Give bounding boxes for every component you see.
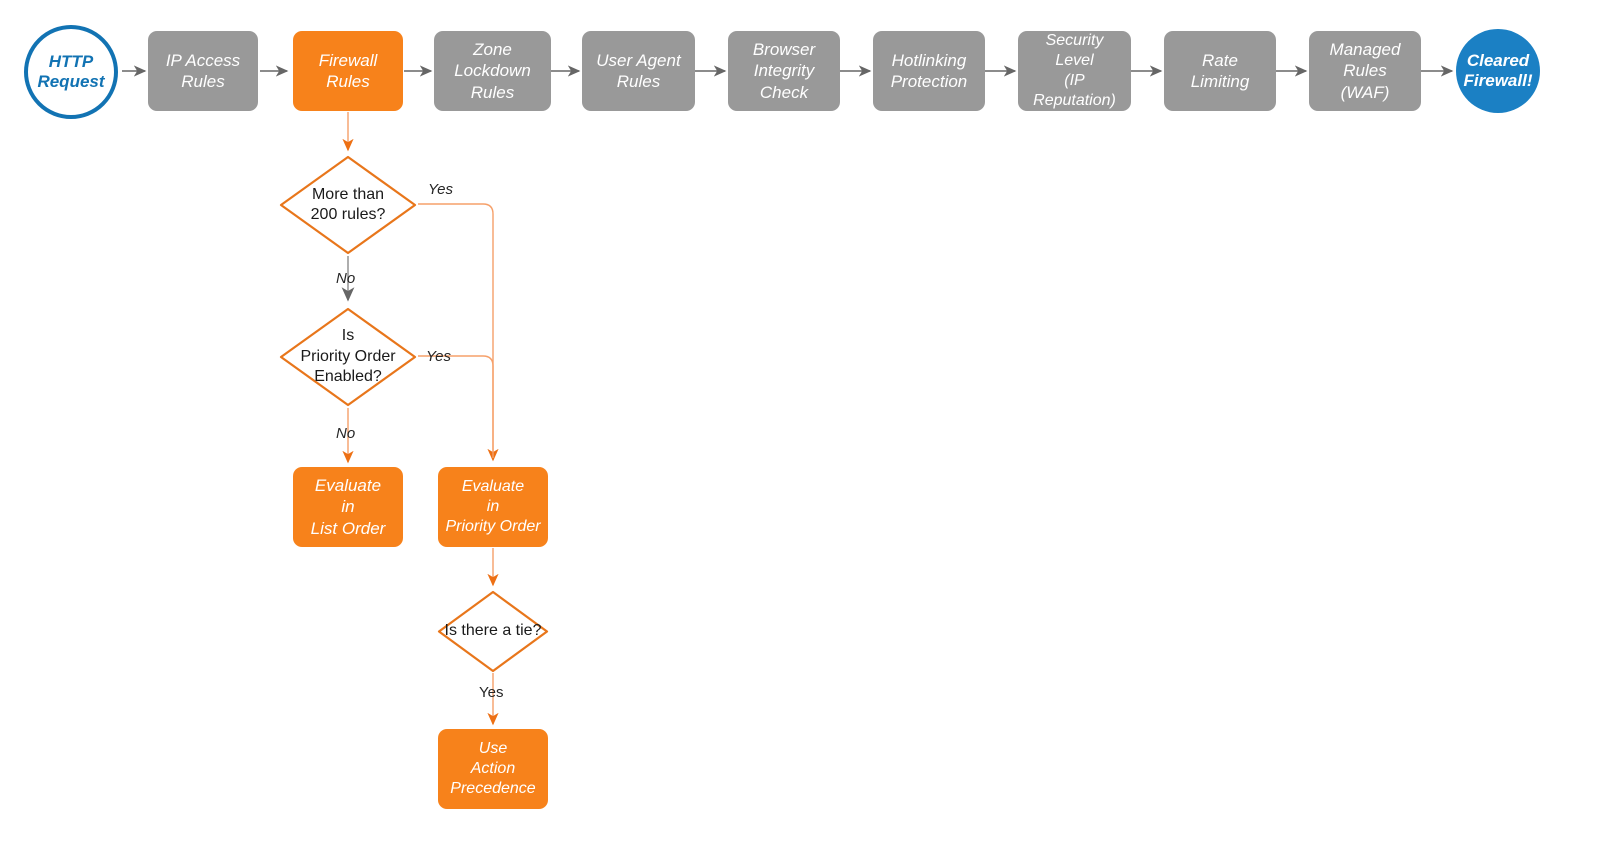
node-decision-is-there-a-tie-label: Is there a tie?: [444, 622, 542, 640]
node-rate-limiting-label: Rate Limiting: [1190, 50, 1250, 91]
node-decision-more-than-200-rules-label: More than 200 rules?: [310, 185, 386, 223]
node-security-level-label: Security Level (IP Reputation): [1033, 32, 1116, 109]
node-hotlinking-protection[interactable]: Hotlinking Protection: [873, 31, 985, 111]
diamond-shape: [437, 590, 549, 673]
node-browser-integrity-check[interactable]: Browser Integrity Check: [728, 31, 840, 111]
node-evaluate-in-priority-order-label: Evaluate in Priority Order: [445, 478, 541, 535]
node-zone-lockdown-rules-label: Zone Lockdown Rules: [454, 40, 531, 102]
node-http-request[interactable]: HTTP Request: [24, 25, 118, 119]
node-cleared-firewall-label: Cleared Firewall!: [1463, 50, 1533, 90]
node-http-request-label: HTTP Request: [37, 51, 105, 91]
node-hotlinking-protection-label: Hotlinking Protection: [890, 50, 968, 91]
node-use-action-precedence-label: Use Action Precedence: [450, 740, 536, 797]
edge-label-yes-priority-order: Yes: [426, 348, 452, 365]
node-ip-access-rules-label: IP Access Rules: [165, 50, 241, 91]
node-decision-more-than-200-rules[interactable]: More than 200 rules?: [278, 154, 418, 256]
node-zone-lockdown-rules[interactable]: Zone Lockdown Rules: [434, 31, 551, 111]
edge-decision1-yes: [418, 203, 499, 462]
node-managed-rules-waf-label: Managed Rules (WAF): [1329, 40, 1401, 102]
node-decision-is-priority-order-enabled[interactable]: Is Priority Order Enabled?: [278, 306, 418, 408]
node-managed-rules-waf[interactable]: Managed Rules (WAF): [1309, 31, 1421, 111]
diamond-shape: [279, 307, 417, 407]
node-firewall-rules-label: Firewall Rules: [318, 50, 378, 91]
node-rate-limiting[interactable]: Rate Limiting: [1164, 31, 1276, 111]
node-user-agent-rules-label: User Agent Rules: [596, 50, 681, 91]
edge-label-yes-tie: Yes: [479, 684, 504, 701]
node-firewall-rules[interactable]: Firewall Rules: [293, 31, 403, 111]
node-decision-is-there-a-tie[interactable]: Is there a tie?: [436, 589, 550, 674]
edge-decision2-yes: [418, 355, 494, 458]
edge-label-yes-more-than-200: Yes: [428, 181, 454, 198]
node-cleared-firewall[interactable]: Cleared Firewall!: [1456, 29, 1540, 113]
node-use-action-precedence[interactable]: Use Action Precedence: [438, 729, 548, 809]
node-user-agent-rules[interactable]: User Agent Rules: [582, 31, 695, 111]
node-decision-is-priority-order-enabled-label: Is Priority Order Enabled?: [300, 327, 396, 386]
node-evaluate-in-list-order[interactable]: Evaluate in List Order: [293, 467, 403, 547]
edge-label-no-more-than-200: No: [336, 270, 356, 287]
node-ip-access-rules[interactable]: IP Access Rules: [148, 31, 258, 111]
diamond-shape: [279, 155, 417, 255]
node-evaluate-in-list-order-label: Evaluate in List Order: [310, 476, 386, 538]
node-evaluate-in-priority-order[interactable]: Evaluate in Priority Order: [438, 467, 548, 547]
node-browser-integrity-check-label: Browser Integrity Check: [752, 40, 816, 102]
node-security-level[interactable]: Security Level (IP Reputation): [1018, 31, 1131, 111]
edge-label-no-priority-order: No: [336, 425, 356, 442]
